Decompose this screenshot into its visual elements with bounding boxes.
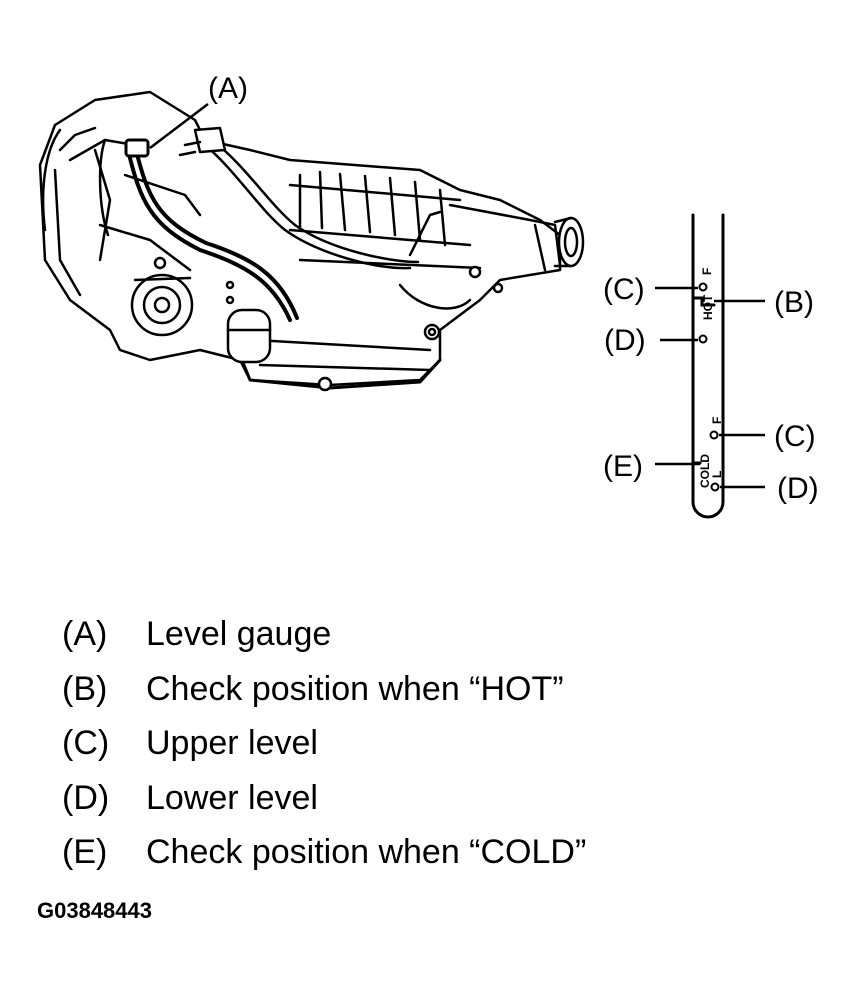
legend-key: (B) [62,669,108,708]
figure-id: G03848443 [37,898,152,923]
legend-key: (E) [62,833,108,871]
legend-text: Level gauge [146,615,332,653]
gauge-mark-hot-full: F [700,268,714,275]
callout-left-e: (E) [603,450,643,483]
gauge-leaders [655,286,765,489]
legend-key: (A) [62,615,108,653]
callout-right-b: (B) [774,286,814,319]
legend-key: (D) [62,778,110,817]
legend-text: Check position when “COLD” [146,833,587,871]
gauge-mark-low: L [710,471,724,478]
legend-key: (C) [62,724,110,762]
callout-right-d: (D) [777,472,819,505]
legend-text: Lower level [146,778,318,817]
gauge-mark-cold-full: F [710,417,724,424]
legend-text: Check position when “HOT” [146,669,564,708]
gauge-mark-hot: HOT [701,294,715,320]
callout-left-d: (D) [604,324,646,357]
callout-right-c: (C) [774,420,816,453]
gauge-mark-cold: COLD [698,454,712,488]
callout-left-c: (C) [603,273,645,306]
transmission-illustration [38,90,585,392]
legend-text: Upper level [146,724,318,762]
leader-a [149,103,209,149]
callout-a: (A) [208,72,248,105]
